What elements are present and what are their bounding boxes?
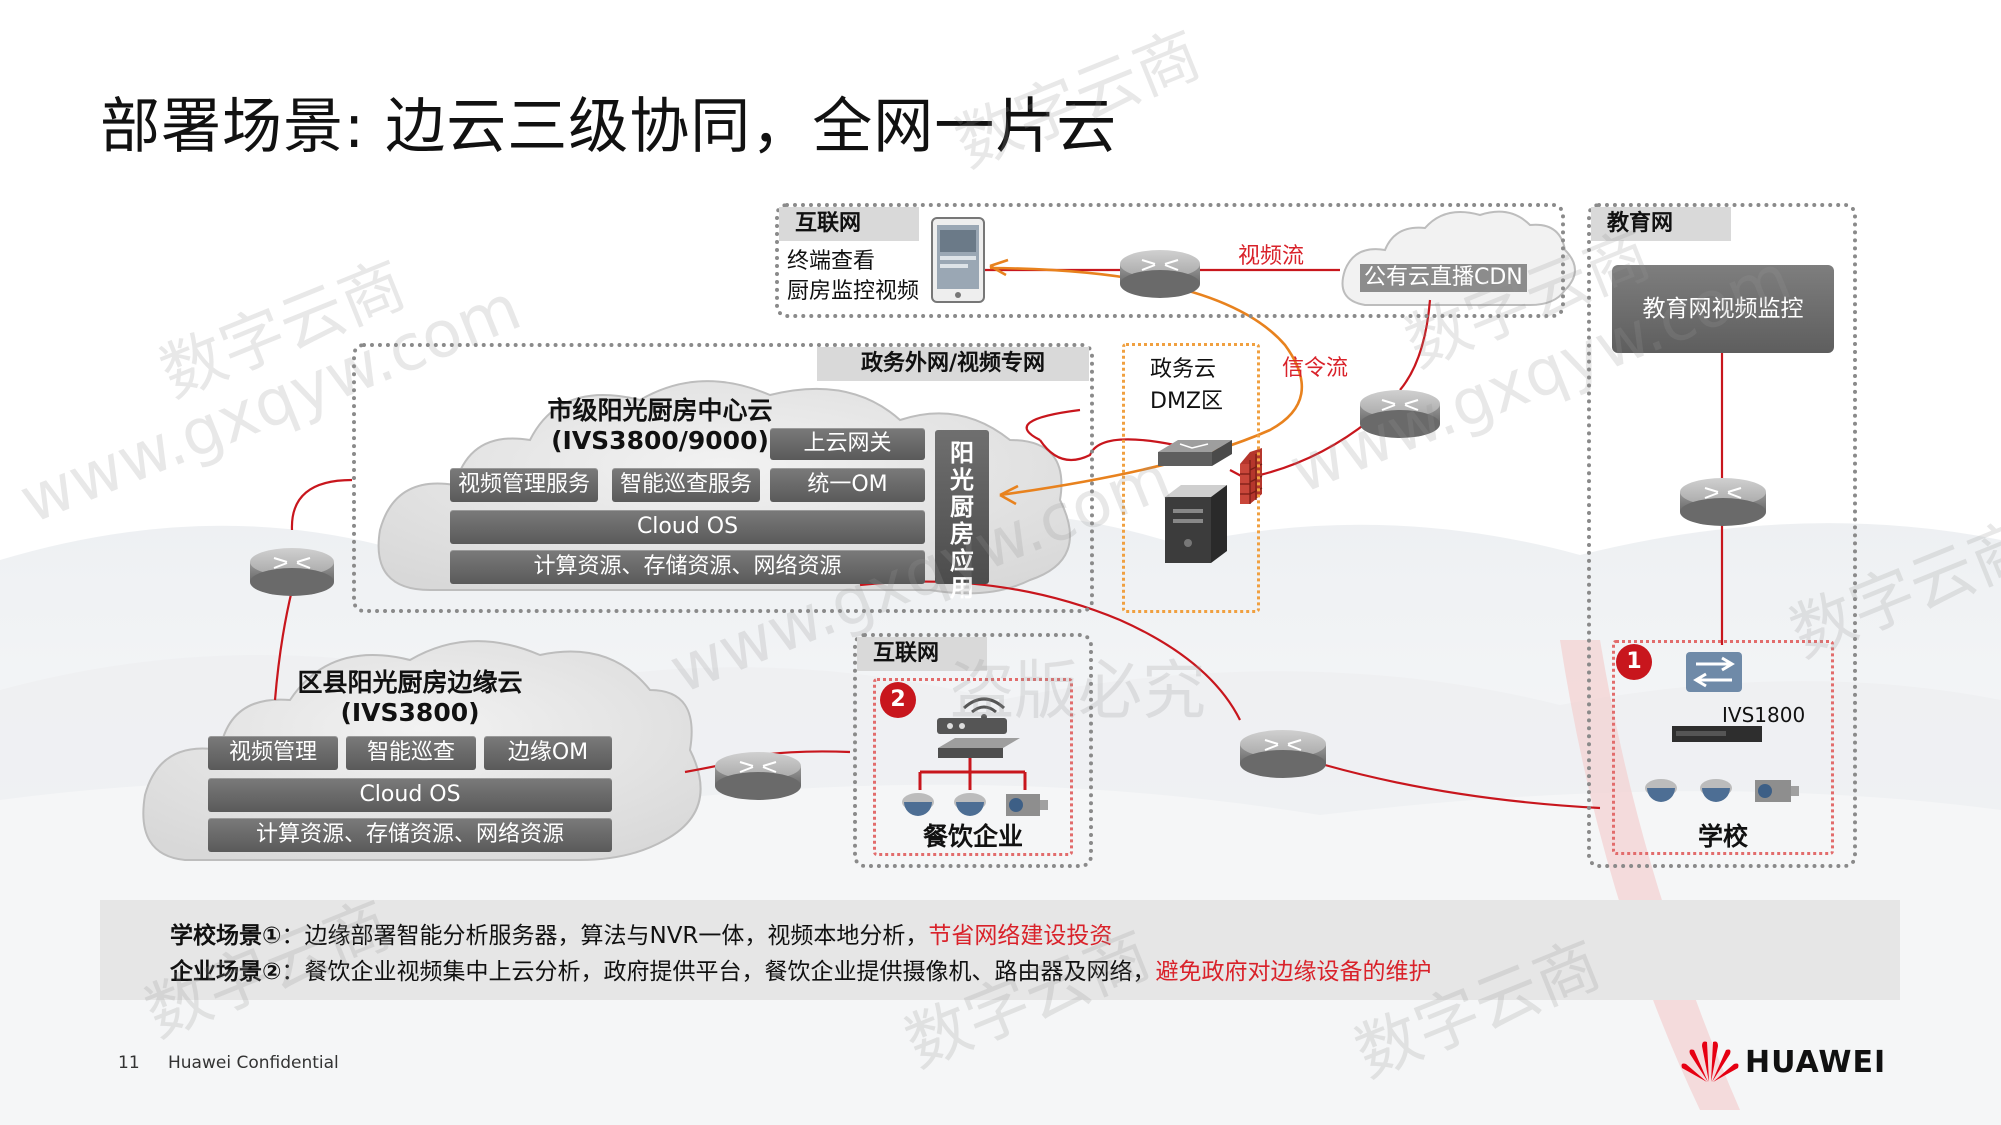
school-note-text: ：边缘部署智能分析服务器，算法与NVR一体，视频本地分析， bbox=[281, 923, 929, 949]
server-icon bbox=[1165, 485, 1227, 563]
city-resources-bar: 计算资源、存储资源、网络资源 bbox=[450, 550, 925, 584]
city-cloud-os-bar: Cloud OS bbox=[450, 510, 925, 544]
education-video-monitor: 教育网视频监控 bbox=[1612, 265, 1834, 353]
edge-om-bar: 边缘OM bbox=[484, 736, 612, 770]
county-cloud-model: (IVS3800) bbox=[340, 698, 480, 727]
gov-net-tag: 政务外网/视频专网 bbox=[817, 347, 1089, 381]
education-net-tag: 教育网 bbox=[1591, 207, 1731, 241]
enterprise-internet-tag: 互联网 bbox=[857, 637, 987, 671]
school-note: 学校场景①：边缘部署智能分析服务器，算法与NVR一体，视频本地分析，节省网络建设… bbox=[170, 918, 1112, 954]
enterprise-note-text: ：餐饮企业视频集中上云分析，政府提供平台，餐饮企业提供摄像机、路由器及网络， bbox=[281, 959, 1156, 985]
firewall-icon bbox=[1240, 448, 1263, 504]
signal-flow-label: 信令流 bbox=[1282, 356, 1349, 381]
enterprise-note-highlight: 避免政府对边缘设备的维护 bbox=[1155, 959, 1432, 985]
enterprise-note-label: 企业场景② bbox=[170, 959, 282, 985]
video-mgmt-service-bar: 视频管理服务 bbox=[450, 468, 598, 502]
gov-net-region bbox=[352, 343, 1094, 613]
sunshine-kitchen-app-label: 阳光厨房应用 bbox=[950, 439, 974, 602]
internet-top-tag: 互联网 bbox=[779, 207, 919, 241]
county-smart-patrol-bar: 智能巡查 bbox=[346, 736, 476, 770]
tablet-icon bbox=[931, 217, 985, 303]
page-number: 11 bbox=[118, 1053, 140, 1073]
enterprise-devices bbox=[902, 697, 1048, 816]
internet-top-region bbox=[775, 203, 1565, 318]
huawei-brand: HUAWEI bbox=[1745, 1045, 1887, 1080]
unified-om-bar: 统一OM bbox=[770, 468, 925, 502]
confidential-label: Huawei Confidential bbox=[168, 1053, 339, 1073]
switch-icon bbox=[1686, 652, 1742, 692]
enterprise-inner-region bbox=[873, 678, 1073, 856]
enterprise-note: 企业场景②：餐饮企业视频集中上云分析，政府提供平台，餐饮企业提供摄像机、路由器及… bbox=[170, 954, 1431, 990]
router-icons bbox=[250, 250, 1766, 800]
county-video-mgmt-bar: 视频管理 bbox=[208, 736, 338, 770]
school-label: 学校 bbox=[1697, 822, 1748, 851]
video-flow-label: 视频流 bbox=[1238, 244, 1305, 269]
terminal-label-line2: 厨房监控视频 bbox=[787, 279, 920, 304]
dmz-switch-icon bbox=[1158, 440, 1232, 466]
school-note-label: 学校场景① bbox=[170, 923, 282, 949]
school-cameras bbox=[1645, 779, 1799, 802]
city-cloud-model: (IVS3800/9000) bbox=[551, 426, 769, 455]
terminal-label-line1: 终端查看 bbox=[787, 249, 876, 274]
county-cloud-os-bar: Cloud OS bbox=[208, 778, 612, 812]
nvr-icon bbox=[1672, 726, 1762, 742]
school-note-highlight: 节省网络建设投资 bbox=[928, 923, 1113, 949]
huawei-logo-icon bbox=[1681, 1041, 1739, 1082]
scenario-notes bbox=[100, 900, 1900, 1000]
school-badge: 1 bbox=[1616, 644, 1652, 680]
enterprise-badge: 2 bbox=[880, 682, 916, 718]
school-inner-region bbox=[1612, 640, 1834, 855]
dmz-region bbox=[1122, 343, 1260, 613]
education-net-region bbox=[1587, 203, 1857, 868]
county-cloud-title: 区县阳光厨房边缘云 bbox=[297, 668, 523, 697]
dmz-label-line2: DMZ区 bbox=[1150, 389, 1223, 414]
page-title: 部署场景: 边云三级协同，全网一片云 bbox=[100, 92, 1118, 162]
gateway-bar: 上云网关 bbox=[770, 428, 925, 460]
sunshine-kitchen-app: 阳光厨房应用 bbox=[935, 430, 989, 602]
smart-patrol-service-bar: 智能巡查服务 bbox=[612, 468, 760, 502]
enterprise-label: 餐饮企业 bbox=[922, 822, 1023, 851]
dmz-label-line1: 政务云 bbox=[1150, 357, 1217, 382]
ivs1800-label: IVS1800 bbox=[1722, 703, 1806, 727]
city-cloud-title: 市级阳光厨房中心云 bbox=[547, 396, 773, 425]
enterprise-internet-region bbox=[853, 633, 1093, 868]
cdn-label: 公有云直播CDN bbox=[1360, 264, 1527, 292]
county-resources-bar: 计算资源、存储资源、网络资源 bbox=[208, 818, 612, 852]
